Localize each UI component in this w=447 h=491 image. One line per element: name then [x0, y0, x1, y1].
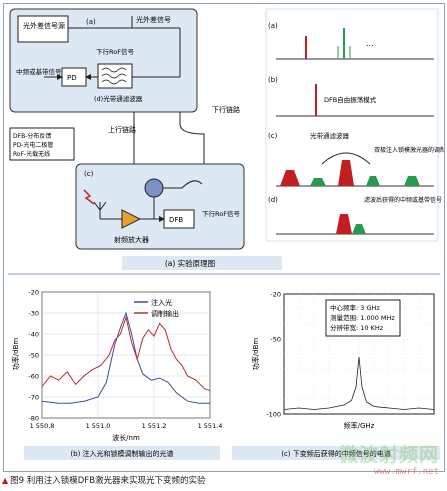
label-rof-signal: 下行RoF信号: [202, 209, 240, 218]
chart-right-info-box: [325, 299, 401, 337]
chart-optical-spectrum: -20 -30 -40 -50 -60 -70 -80 1 550.8 1 551.0 1 55…: [11, 289, 222, 443]
spec-c-text: 双极注入锁模激光器的调制输出: [374, 146, 444, 154]
chart-left-xtick: 1 550.8: [30, 422, 55, 430]
watermark-url: www.mwrf.net: [373, 467, 439, 477]
chart-right-xlabel: 频率/GHz: [344, 421, 375, 430]
spec-a-label: (a): [268, 22, 278, 30]
figure-frame: 光外差信号源 (a) 光外差信号 下行RoF信号 PD 中频或基带信号 (d)光…: [3, 3, 447, 472]
chart-left-series-modulated-output: [41, 315, 211, 392]
spec-b-text: DFB自由振荡模式: [324, 95, 377, 104]
chart-left-ylabel: 功率/dBm: [11, 338, 20, 371]
legend-pd: PD-光电二极管: [13, 141, 53, 149]
spec-d-text: 滤波后获得的中频或基带信号: [364, 196, 442, 204]
chart-right-ylabel: 功率/dBm: [251, 338, 260, 371]
chart-left-xlabel: 波长/nm: [112, 433, 140, 442]
dfb-label: DFB: [169, 216, 183, 224]
figure-caption: ▲图9 利用注入锁模DFB激光器来实现光下变频的实验: [2, 474, 442, 488]
info-rbw: 分辨带宽: 10 KHz: [330, 323, 384, 332]
abbreviation-legend: [9, 127, 75, 161]
info-span: 测量范围: 1.000 MHz: [330, 313, 395, 322]
label-uplink: 上行链路: [108, 125, 136, 134]
watermark-logo: 微波射频网: [338, 444, 439, 466]
chart-left-xtick: 1 551.4: [198, 422, 223, 430]
label-downlink-rof: 下行RoF信号: [96, 47, 134, 56]
sub-caption-a-bg: [122, 256, 282, 270]
chart-left-ytick: -60: [28, 373, 39, 381]
spec-c-filter: 光带通滤波器: [310, 131, 350, 140]
label-if-signal: 中频或基带信号: [16, 67, 62, 76]
chart-left-ytick: -80: [28, 415, 39, 423]
figure-svg: 光外差信号源 (a) 光外差信号 下行RoF信号 PD 中频或基带信号 (d)光…: [8, 8, 447, 460]
spectrum-c: (c) 光带通滤波器 双极注入锁模激光器的调制输出: [268, 131, 447, 187]
spec-dots: ...: [366, 39, 374, 48]
label-optical-signal: 光外差信号: [136, 15, 171, 24]
spec-d-label: (d): [268, 196, 278, 204]
label-d-filter: (d)光带通滤波器: [94, 94, 143, 103]
figure-caption-text: 图9 利用注入锁模DFB激光器来实现光下变频的实验: [10, 476, 206, 486]
chart-right-ytick: -50: [270, 336, 281, 344]
spec-c-peak-4: [366, 176, 380, 186]
chart-right-series-if-signal: [283, 356, 435, 410]
chart-left-xtick: 1 551.2: [142, 422, 167, 430]
spectrum-d: (d) 滤波后获得的中频或基带信号: [268, 196, 442, 235]
pd-label: PD: [67, 74, 77, 82]
sub-caption-b-bg: [24, 446, 220, 460]
caption-triangle-icon: ▲: [2, 476, 9, 485]
optical-signal-source-box: [17, 15, 69, 43]
lightning-icon: [83, 189, 95, 205]
label-rf-amplifier: 射频放大器: [114, 235, 149, 244]
legend-injected-light: 注入光: [151, 298, 172, 307]
sub-caption-a: (a) 实验原理图: [165, 258, 215, 268]
chart-left-ytick: -40: [28, 331, 39, 339]
legend-dfb: DFB-分布反馈: [13, 132, 51, 140]
optical-bandpass-filter-box: [97, 63, 133, 89]
chart-left-xtick: 1 551.0: [86, 422, 111, 430]
filter-wave-icon: [101, 67, 127, 85]
chart-left-ytick: -70: [28, 394, 39, 402]
info-center-frequency: 中心频率: 3 GHz: [330, 303, 380, 312]
receiver-panel: [75, 163, 245, 250]
spec-c-peak-5: [404, 176, 420, 186]
chart-left-ytick: -50: [28, 352, 39, 360]
spectrum-b: (b) DFB自由振荡模式: [268, 76, 434, 117]
chart-left-legend: 注入光 调制输出: [134, 298, 179, 318]
spec-c-peak-1: [280, 170, 300, 186]
label-downlink: 下行链路: [212, 105, 240, 114]
label-c: (c): [84, 170, 94, 178]
label-a: (a): [86, 18, 96, 26]
watermark: 微波射频网 www.mwrf.net: [339, 440, 439, 477]
spectra-panel: [265, 8, 439, 242]
chart-right-ytick: -20: [270, 291, 281, 299]
sub-caption-b: (b) 注入光和锁模调制输出的光谱: [70, 449, 173, 458]
spec-c-label: (c): [268, 132, 278, 140]
chart-left-ytick: -20: [28, 289, 39, 297]
circulator-icon: [144, 178, 164, 198]
spec-d-peak-2: [352, 224, 366, 234]
antenna-icon: [93, 201, 107, 211]
chart-left-series-injected-light: [41, 311, 210, 404]
chart-right-ytick: -100: [266, 411, 281, 419]
legend-modulated-output: 调制输出: [151, 309, 179, 318]
spec-d-peak-1: [336, 214, 352, 234]
spectrum-a: (a) ...: [268, 22, 434, 60]
spec-c-peak-3: [338, 160, 354, 186]
spec-c-peak-2: [310, 178, 326, 186]
sub-caption-c: (c) 下变频后获得的中频信号的电谱: [281, 449, 391, 458]
legend-rof: RoF-光载无线: [13, 150, 50, 158]
spec-b-label: (b): [268, 76, 278, 84]
chart-electrical-spectrum: -20 -50 -100 功率/dBm 频率/GHz 中心频率: 3 GHz 测量范…: [251, 291, 435, 430]
sub-caption-c-bg: [232, 446, 440, 460]
chart-left-ytick: -30: [28, 310, 39, 318]
optical-signal-source-label: 光外差信号源: [23, 21, 65, 30]
